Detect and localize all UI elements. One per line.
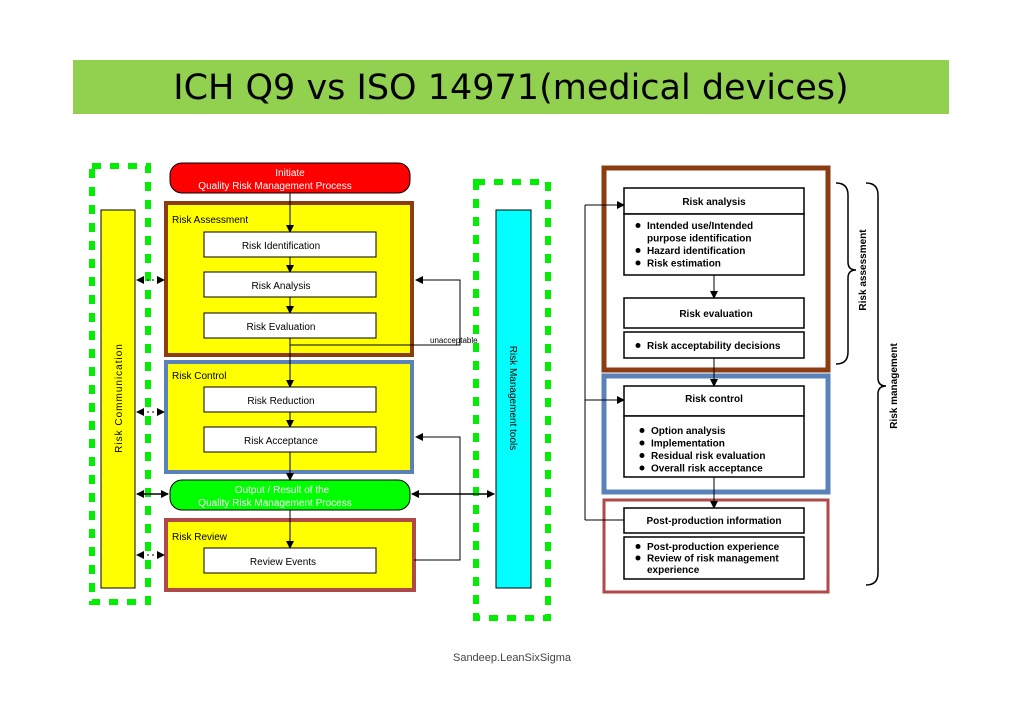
bullet-dot (639, 453, 645, 458)
bullet-text: Option analysis (651, 426, 726, 437)
review-loop-line (414, 433, 461, 561)
iso-risk-control-title-box (623, 385, 805, 417)
review-events-text: Review Events (250, 557, 316, 568)
risk-assessment-brace (835, 182, 857, 365)
risk-management-side-label: Risk management (889, 343, 900, 429)
risk-communication-label: Risk Communication (114, 343, 125, 453)
bullet-dot (635, 555, 641, 561)
iso-risk-control-frame (601, 373, 831, 495)
initiate-line1: Initiate (275, 168, 305, 179)
communication-dotted-frame (89, 163, 151, 605)
bullet-text: Post-production experience (647, 542, 780, 553)
risk-acceptance-box (203, 426, 377, 453)
risk-analysis-box (203, 271, 377, 298)
iso-post-production-frame (602, 498, 830, 594)
iso-risk-analysis-body-box (623, 213, 805, 276)
bullet-text: purpose identification (647, 234, 751, 245)
tools-dotted-frame (473, 179, 551, 621)
risk-evaluation-box (203, 312, 377, 339)
bullet-text: Residual risk evaluation (651, 451, 766, 462)
risk-analysis-text: Risk Analysis (252, 281, 311, 292)
risk-management-tools-bar (495, 209, 532, 589)
risk-evaluation-text: Risk Evaluation (247, 322, 316, 333)
risk-assessment-label: Risk Assessment (172, 215, 248, 226)
unacceptable-label: unacceptable (430, 336, 478, 345)
review-events-box (203, 547, 377, 574)
bullet-text: Review of risk management (647, 554, 779, 565)
bullet-dot (635, 343, 641, 348)
bullet-text: experience (647, 565, 700, 576)
iso-post-production-title: Post-production information (647, 516, 782, 527)
iso-risk-assessment-frame (601, 165, 831, 373)
bullet-dot (639, 440, 645, 446)
risk-control-label: Risk Control (172, 371, 226, 382)
output-line1: Output / Result of the (235, 485, 330, 496)
bullet-dot (635, 248, 641, 253)
iso-risk-control-body-box (623, 415, 805, 478)
bullet-text: Hazard identification (647, 246, 745, 257)
risk-identification-box (203, 231, 377, 258)
risk-management-brace (865, 182, 887, 586)
iso-post-production-body-box (623, 536, 805, 580)
page-title: ICH Q9 vs ISO 14971(medical devices) (173, 68, 849, 108)
bullet-dot (635, 223, 641, 228)
output-line2: Quality Risk Management Process (198, 498, 351, 509)
risk-management-tools-label: Risk Management tools (507, 346, 518, 451)
bullet-dot (635, 260, 641, 266)
footer-credit: Sandeep.LeanSixSigma (452, 652, 572, 664)
bullet-dot (639, 465, 645, 471)
iso-risk-evaluation-title-box (623, 297, 805, 329)
iso-risk-evaluation-bullets: Risk acceptability decisions (635, 341, 781, 352)
risk-reduction-text: Risk Reduction (247, 396, 314, 407)
title-bar: ICH Q9 vs ISO 14971(medical devices) (73, 60, 949, 114)
bullet-text: Overall risk acceptance (651, 464, 763, 475)
unacceptable-loop-line (290, 276, 461, 346)
bullet-text: Intended use/Intended (647, 221, 753, 232)
bullet-text: Implementation (651, 439, 725, 450)
iso-risk-evaluation-title: Risk evaluation (679, 309, 752, 320)
iso-risk-evaluation-body-box (623, 331, 805, 359)
bullet-text: Risk estimation (647, 259, 721, 270)
risk-identification-text: Risk Identification (242, 241, 320, 252)
risk-review-label: Risk Review (172, 532, 228, 543)
iso-risk-analysis-title-box (623, 187, 805, 215)
risk-communication-bar (100, 209, 136, 589)
bullet-dot (639, 428, 645, 433)
initiate-line2: Quality Risk Management Process (198, 181, 351, 192)
bullet-dot (635, 544, 641, 549)
risk-acceptance-text: Risk Acceptance (244, 436, 318, 447)
risk-assessment-side-label: Risk assessment (858, 229, 869, 311)
iso-risk-analysis-title: Risk analysis (682, 197, 746, 208)
bullet-text: Risk acceptability decisions (647, 341, 781, 352)
risk-reduction-box (203, 386, 377, 413)
iso-risk-analysis-bullets: Intended use/Intended purpose identificat… (635, 221, 753, 270)
iso-risk-control-title: Risk control (685, 394, 743, 405)
iso-post-production-title-box (623, 507, 805, 534)
